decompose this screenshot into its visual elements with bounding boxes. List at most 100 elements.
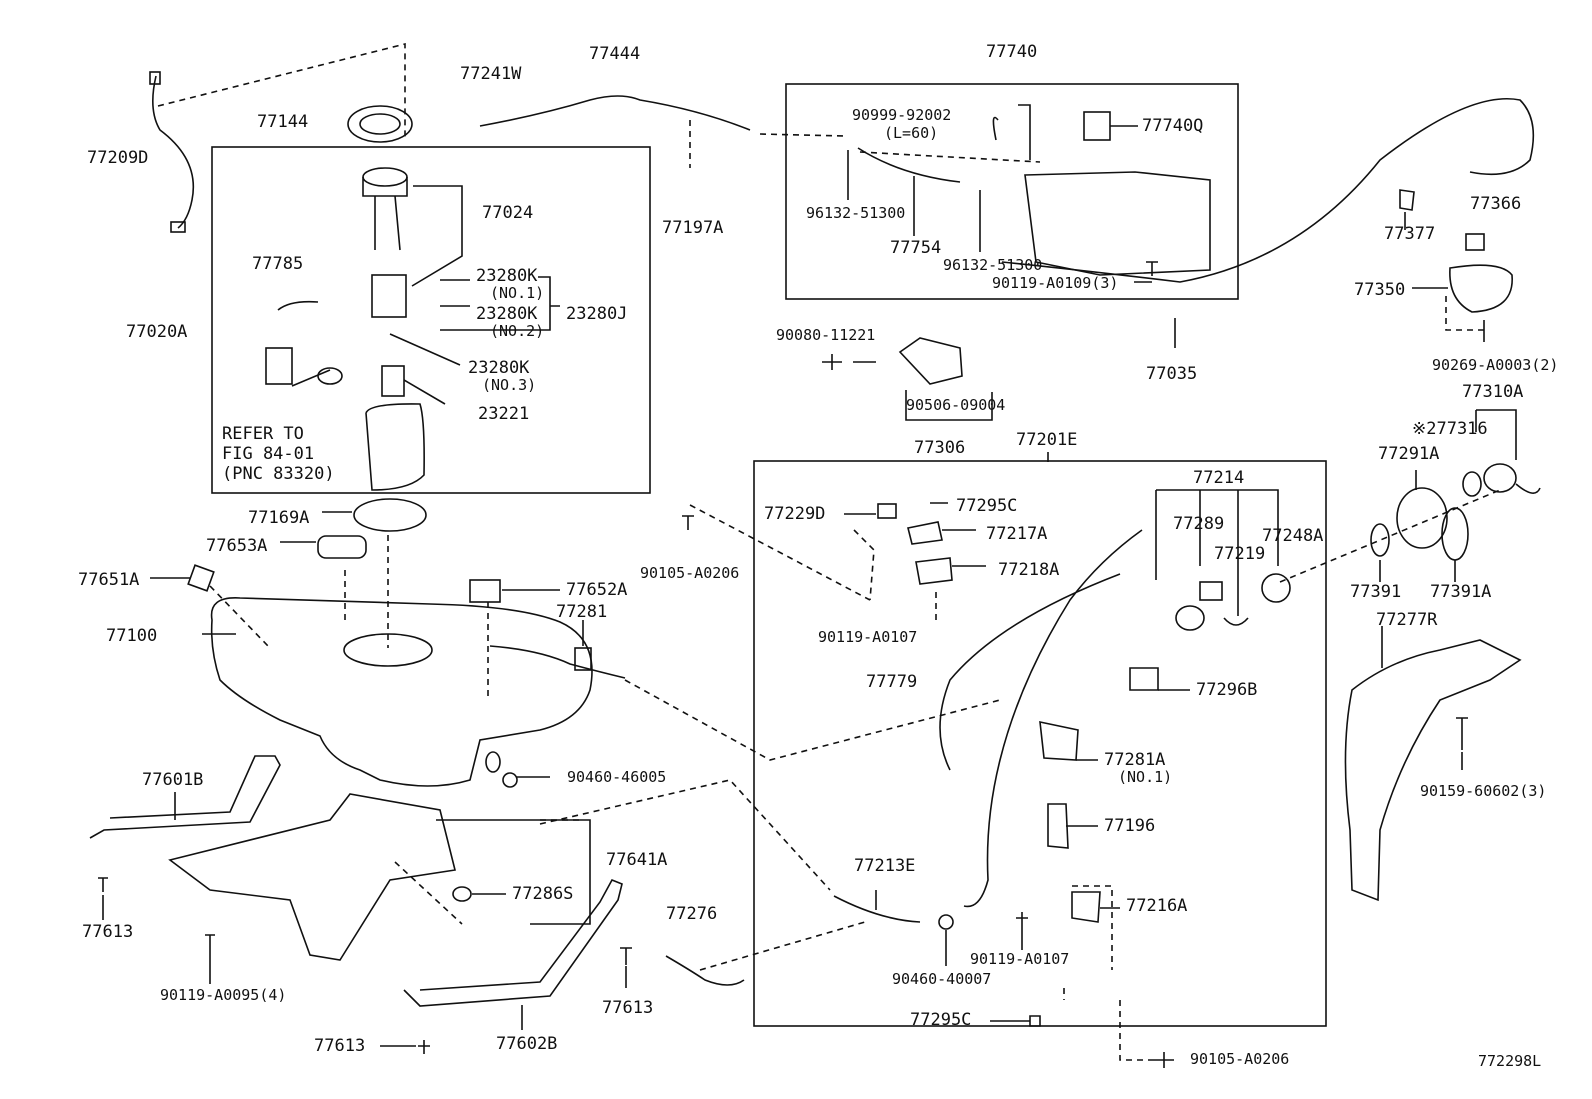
dash-77276	[699, 921, 866, 971]
part-77281: 77281	[556, 602, 608, 622]
strap-77601B	[89, 755, 281, 839]
part-77289: 77289	[1173, 514, 1225, 534]
part-90999-92002: 90999-92002	[852, 106, 952, 124]
bolt-90119-A0095	[205, 934, 215, 950]
part-77613-b: 77613	[602, 998, 654, 1018]
plug-77286S	[452, 886, 472, 902]
clip-77296B	[1129, 667, 1159, 691]
bracket-77216A	[1071, 891, 1101, 923]
part-77291A: 77291A	[1378, 444, 1440, 464]
label-77651A	[187, 564, 215, 592]
pump-body	[362, 177, 408, 197]
filler-neck-77291A	[1396, 487, 1448, 549]
dash-77216A	[1063, 885, 1113, 1000]
part-23221: 23221	[478, 404, 530, 424]
strap-77602B	[403, 878, 623, 1007]
filter-cylinder	[371, 274, 407, 318]
hose-77213E	[833, 895, 921, 923]
part-77296B: 77296B	[1196, 680, 1258, 700]
part-77196: 77196	[1104, 816, 1156, 836]
pipe-mouth	[1175, 605, 1205, 631]
pad-77653A	[317, 535, 367, 559]
sender-float	[317, 367, 343, 385]
part-90460-46005: 90460-46005	[567, 768, 667, 786]
part-23280K-2: 23280K	[476, 304, 538, 324]
part-77391: 77391	[1350, 582, 1402, 602]
gasket-cap	[1462, 471, 1482, 497]
opener-cable-77035	[1001, 98, 1535, 283]
part-90119-A0107-a: 90119-A0107	[818, 628, 918, 646]
part-77286S: 77286S	[512, 884, 574, 904]
part-77209D: 77209D	[87, 148, 149, 168]
part-77613-c: 77613	[314, 1036, 366, 1056]
dash-tank-wire	[624, 679, 1001, 761]
dash-90105-b	[1119, 1000, 1154, 1061]
part-77350: 77350	[1354, 280, 1406, 300]
part-96132-51300-a: 96132-51300	[806, 204, 906, 222]
dash-90105-a	[689, 504, 871, 601]
part-23280K-1: 23280K	[476, 266, 538, 286]
bolt-90119-A0107-b	[1016, 912, 1028, 950]
clip-77295C-b	[1029, 1015, 1041, 1027]
pump-flange	[362, 167, 408, 187]
hose-90999	[992, 116, 999, 141]
dash-canister-top	[859, 151, 1041, 163]
part-23280K-3-note: (NO.3)	[482, 376, 537, 394]
refer-line-1: REFER TO	[222, 424, 304, 444]
clamp-77289	[1199, 581, 1223, 601]
part-77613-a: 77613	[82, 922, 134, 942]
part-90119-A0095: 90119-A0095(4)	[160, 986, 287, 1004]
part-77213E: 77213E	[854, 856, 916, 876]
bolt-90119-A0109	[1146, 261, 1158, 276]
bumper-77366	[1465, 233, 1485, 251]
part-77197A: 77197A	[662, 218, 724, 238]
gasket-77169A	[353, 498, 427, 532]
dash-filler-axis	[1279, 489, 1501, 583]
dash-77229D	[853, 529, 875, 601]
part-77641A: 77641A	[606, 850, 668, 870]
filler-pipe	[963, 529, 1143, 908]
connector-77281	[574, 647, 592, 671]
dash-77286S	[394, 861, 463, 925]
part-90080-11221: 90080-11221	[776, 326, 876, 344]
part-77316: ※277316	[1412, 419, 1488, 439]
part-90506-09004: 90506-09004	[906, 396, 1006, 414]
leader-77024	[411, 185, 463, 287]
part-77779: 77779	[866, 672, 918, 692]
part-77653A: 77653A	[206, 536, 268, 556]
tank-wire	[489, 645, 626, 679]
part-77169A: 77169A	[248, 508, 310, 528]
dash-protector	[539, 779, 831, 891]
pump-cup	[365, 403, 425, 491]
part-77754: 77754	[890, 238, 942, 258]
bracket-77652A	[469, 579, 501, 603]
tank-neck	[485, 751, 501, 773]
part-77216A: 77216A	[1126, 896, 1188, 916]
leader-90999	[1018, 104, 1031, 160]
canister	[1024, 171, 1211, 276]
part-77366: 77366	[1470, 194, 1522, 214]
refer-line-3: (PNC 83320)	[222, 464, 335, 484]
part-77306: 77306	[914, 438, 966, 458]
part-23280K-2-note: (NO.2)	[490, 322, 545, 340]
part-77785: 77785	[252, 254, 304, 274]
bracket-77277R	[1344, 639, 1522, 902]
fuel-lid-77350	[1449, 264, 1513, 313]
part-77310A: 77310A	[1462, 382, 1524, 402]
ring-77391	[1370, 523, 1390, 557]
clamp-77196	[1047, 803, 1069, 849]
vent-hose-77444	[479, 95, 751, 131]
part-77276: 77276	[666, 904, 718, 924]
bolt-77613-c	[418, 1040, 430, 1054]
part-77219: 77219	[1214, 544, 1266, 564]
refer-line-2: FIG 84-01	[222, 444, 315, 464]
valve-77740Q	[1083, 111, 1111, 141]
fuel-cap-77316	[1483, 463, 1517, 493]
bracket-77218A	[915, 557, 953, 585]
diagram-id: 772298L	[1478, 1052, 1542, 1070]
lock-ring-77144	[347, 105, 413, 143]
hose-77754	[857, 147, 961, 183]
bolt-90080	[822, 354, 842, 370]
